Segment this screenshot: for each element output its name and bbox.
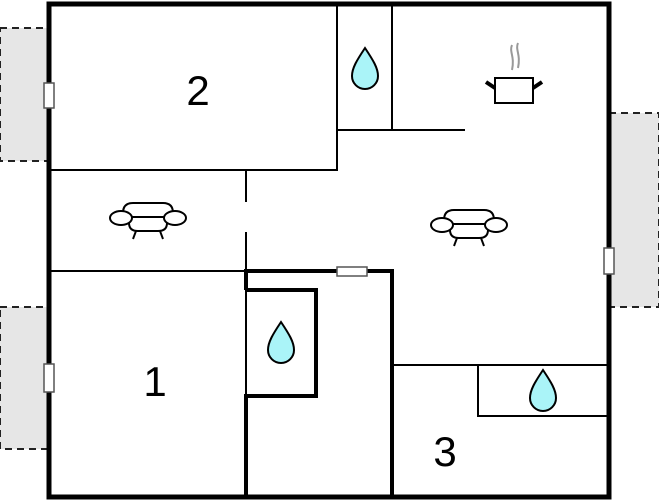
terrace-left-bottom bbox=[0, 306, 50, 450]
window bbox=[43, 82, 55, 109]
window bbox=[336, 266, 368, 277]
interior-thick-walls bbox=[244, 269, 394, 497]
cooking-pot-icon bbox=[484, 42, 544, 104]
window bbox=[603, 247, 615, 275]
terrace-right bbox=[608, 112, 659, 308]
interior-walls bbox=[49, 4, 610, 417]
terrace-left-top bbox=[0, 27, 50, 162]
room-label-1: 1 bbox=[143, 358, 166, 405]
room-label-3: 3 bbox=[433, 428, 456, 475]
window bbox=[43, 363, 55, 393]
room-label-2: 2 bbox=[186, 67, 209, 114]
